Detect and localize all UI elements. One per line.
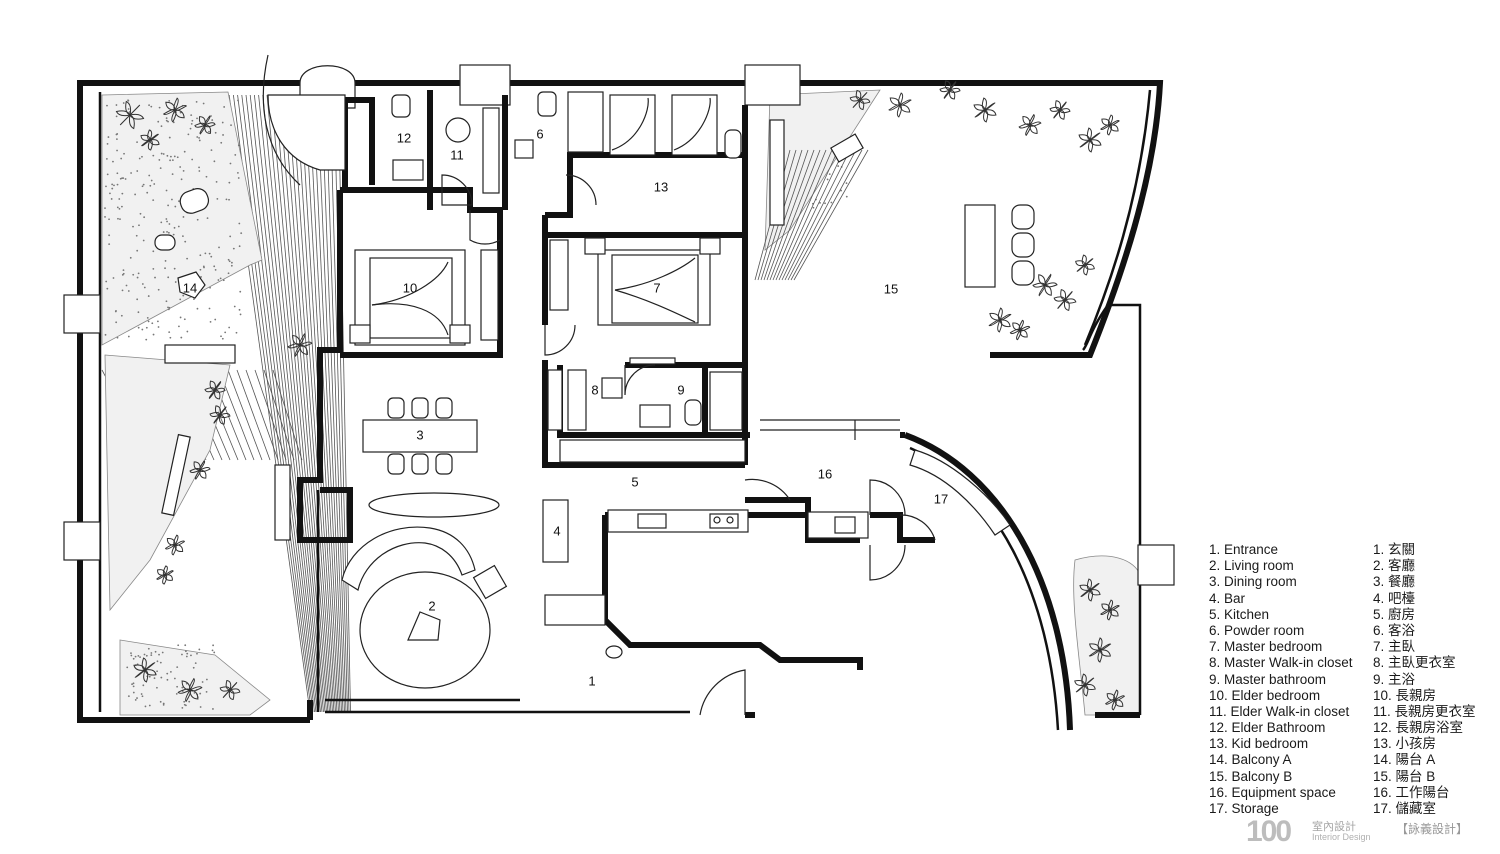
legend-item: 14. Balcony A <box>1209 752 1292 768</box>
legend-item: 2. Living room <box>1209 558 1294 574</box>
legend-item-zh: 10. 長親房 <box>1373 687 1437 703</box>
room-label-2: 2 <box>428 598 435 613</box>
legend-item-zh: 1. 玄關 <box>1373 542 1416 557</box>
legend-item-zh: 11. 長親房更衣室 <box>1373 703 1476 719</box>
legend-item: 16. Equipment space <box>1209 784 1336 800</box>
room-label-12: 12 <box>397 130 411 145</box>
legend-item: 5. Kitchen <box>1209 606 1270 622</box>
doors <box>262 54 936 716</box>
legend-item: 4. Bar <box>1209 590 1246 606</box>
legend-item: 17. Storage <box>1209 801 1279 816</box>
watermark-zh: 室內設計 <box>1312 821 1356 833</box>
interior-walls <box>297 90 935 720</box>
room-label-14: 14 <box>183 280 197 295</box>
watermark-en: Interior Design <box>1312 832 1371 842</box>
legend-item: 7. Master bedroom <box>1209 639 1323 655</box>
legend-item-zh: 17. 儲藏室 <box>1373 801 1437 816</box>
legend-item-zh: 15. 陽台 B <box>1373 768 1436 784</box>
legend-english: 1. Entrance 2. Living room 3. Dining roo… <box>1209 542 1353 817</box>
balcony-a-gravel <box>101 91 271 716</box>
room-label-1: 1 <box>588 673 595 688</box>
legend-item-zh: 14. 陽台 A <box>1373 752 1436 768</box>
room-label-6: 6 <box>536 126 543 141</box>
room-label-13: 13 <box>654 179 668 194</box>
legend-item: 10. Elder bedroom <box>1209 687 1321 703</box>
planters <box>154 188 236 517</box>
legend-item-zh: 5. 廚房 <box>1373 606 1416 622</box>
plants <box>115 80 1125 711</box>
top-fixtures <box>267 91 785 226</box>
balcony-a-decking <box>101 94 351 713</box>
room-label-16: 16 <box>818 466 832 481</box>
outer-walls <box>63 64 1175 731</box>
legend-item-zh: 2. 客廳 <box>1373 558 1416 574</box>
legend-item: 15. Balcony B <box>1209 768 1293 784</box>
room-label-15: 15 <box>884 281 898 296</box>
legend-chinese: 1. 玄關 2. 客廳 3. 餐廳 4. 吧檯 5. 廚房 6. 客浴 7. 主… <box>1373 542 1476 817</box>
legend-item: 12. Elder Bathroom <box>1209 720 1326 736</box>
room-label-9: 9 <box>677 382 684 397</box>
dining-set <box>362 397 478 475</box>
room-label-10: 10 <box>403 280 417 295</box>
legend-item: 8. Master Walk-in closet <box>1209 655 1353 671</box>
storage-shelves <box>909 449 1011 536</box>
legend-item: 9. Master bathroom <box>1209 671 1327 687</box>
outdoor-table <box>830 133 1035 288</box>
master-fixtures <box>547 369 746 463</box>
legend-item-zh: 3. 餐廳 <box>1373 574 1416 590</box>
room-label-8: 8 <box>591 382 598 397</box>
elder-bed <box>349 249 499 346</box>
legend-item: 11. Elder Walk-in closet <box>1209 703 1350 719</box>
legend-item-zh: 6. 客浴 <box>1373 622 1416 638</box>
legend-item-zh: 8. 主臥更衣室 <box>1373 655 1456 671</box>
room-label-17: 17 <box>934 491 948 506</box>
legend-item: 1. Entrance <box>1209 542 1279 557</box>
room-label-11: 11 <box>450 147 464 162</box>
living-set <box>274 464 623 689</box>
legend-item: 13. Kid bedroom <box>1209 736 1309 752</box>
legend-item: 3. Dining room <box>1209 574 1297 590</box>
room-label-4: 4 <box>553 523 560 538</box>
room-label-7: 7 <box>653 280 660 295</box>
legend-item-zh: 4. 吧檯 <box>1373 590 1416 606</box>
legend-item-zh: 9. 主浴 <box>1373 671 1416 687</box>
kitchen-counter <box>607 509 869 539</box>
legend-item-zh: 16. 工作陽台 <box>1373 784 1450 800</box>
legend-item-zh: 12. 長親房浴室 <box>1373 720 1464 736</box>
watermark-brand: 【詠義設計】 <box>1396 822 1469 836</box>
room-label-3: 3 <box>416 427 423 442</box>
watermark-logo: 100 <box>1246 815 1292 848</box>
legend-item-zh: 7. 主臥 <box>1373 639 1416 655</box>
room-label-5: 5 <box>631 474 638 489</box>
legend-item: 6. Powder room <box>1209 622 1305 638</box>
balcony-b-gravel <box>764 89 1141 716</box>
legend-item-zh: 13. 小孩房 <box>1373 736 1437 752</box>
master-bed <box>549 237 721 365</box>
room-labels: 1 2 3 4 5 6 7 8 9 10 11 12 13 14 15 16 1… <box>183 126 948 688</box>
